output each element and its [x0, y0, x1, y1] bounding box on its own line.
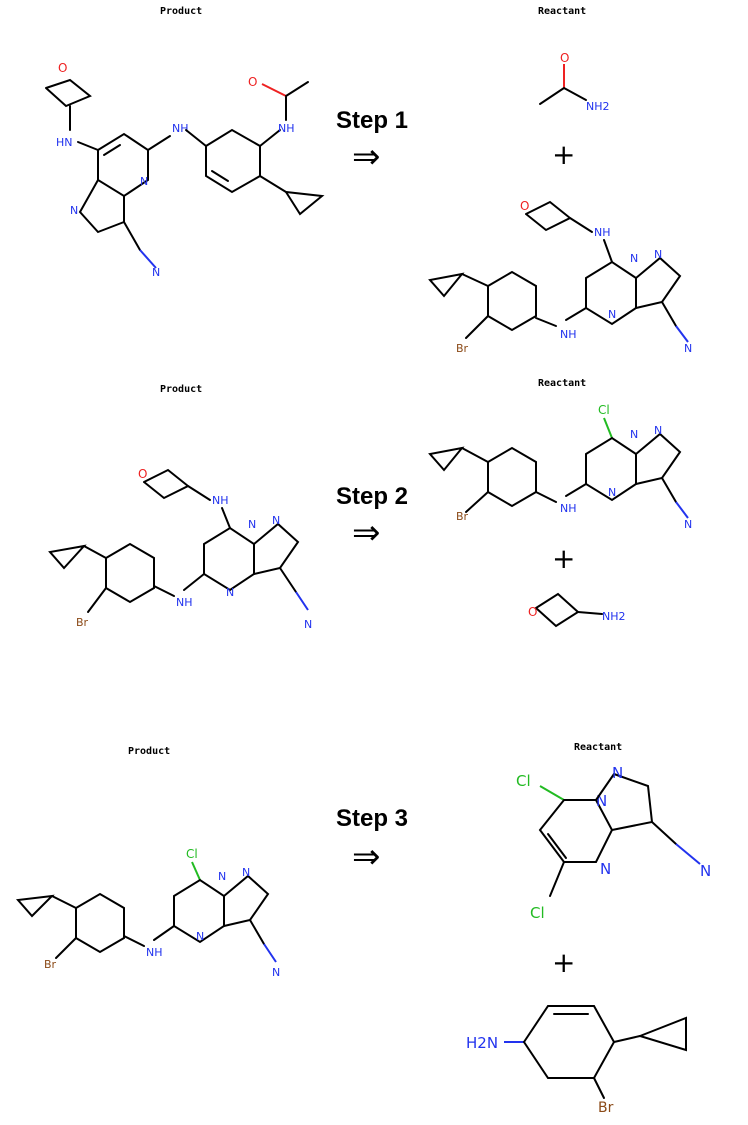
- amine-label: H2N: [466, 1034, 498, 1052]
- nh-label: NH: [212, 494, 229, 507]
- step-3-product-header: Product: [128, 746, 170, 757]
- nh-label: HN: [56, 136, 73, 149]
- step-2-product-molecule: O NH N N N N NH Br: [48, 467, 312, 631]
- nitrile-n: N: [684, 518, 692, 531]
- ring-n: N: [226, 586, 234, 599]
- nitrile-n: N: [684, 342, 692, 355]
- ring-n: N: [596, 792, 607, 810]
- ring-n: N: [612, 764, 623, 782]
- nh-label: NH: [278, 122, 295, 135]
- ring-n: N: [196, 930, 204, 943]
- nh-label: NH: [172, 122, 189, 135]
- bromine-atom: Br: [456, 510, 469, 523]
- nh-label: NH: [176, 596, 193, 609]
- nh-label: NH: [560, 502, 577, 515]
- ring-n: N: [654, 248, 662, 261]
- ring-n: N: [608, 486, 616, 499]
- ring-n: N: [140, 175, 148, 188]
- nitrile-n: N: [272, 966, 280, 979]
- step-1-product-header: Product: [160, 6, 202, 17]
- step-3-reactant-dichloro-core: Cl N N N N Cl: [516, 764, 711, 922]
- step-3-product-molecule: Cl N N N N NH Br: [15, 847, 280, 979]
- step-3-reactant-header: Reactant: [574, 742, 622, 753]
- bromine-atom: Br: [76, 616, 89, 629]
- oxygen-atom: O: [528, 605, 537, 619]
- step-2: Product Reactant Step 2 ⇒ O NH N N N N N…: [48, 378, 692, 631]
- ring-n: N: [70, 204, 78, 217]
- chlorine-atom: Cl: [598, 403, 610, 417]
- oxygen-atom: O: [138, 467, 147, 481]
- ring-n: N: [630, 252, 638, 265]
- ring-n: N: [272, 514, 280, 527]
- step-1-reactant-bromo-intermediate: O NH N N N N NH Br: [428, 199, 692, 355]
- amine-label: NH2: [586, 100, 610, 113]
- chlorine-atom: Cl: [516, 772, 531, 790]
- ring-n: N: [248, 518, 256, 531]
- chlorine-atom: Cl: [530, 904, 545, 922]
- ring-n: N: [654, 424, 662, 437]
- bromine-atom: Br: [456, 342, 469, 355]
- ring-n: N: [218, 870, 226, 883]
- bromine-atom: Br: [598, 1100, 614, 1116]
- step-2-reactant-oxetanamine: O NH2: [528, 592, 626, 628]
- step-1-label: Step 1: [336, 107, 408, 134]
- step-2-arrow: ⇒: [352, 513, 381, 553]
- step-3-arrow: ⇒: [352, 837, 381, 877]
- nh-label: NH: [146, 946, 163, 959]
- chlorine-atom: Cl: [186, 847, 198, 861]
- oxygen-atom: O: [560, 51, 569, 65]
- step-2-label: Step 2: [336, 483, 408, 510]
- ring-n: N: [630, 428, 638, 441]
- step-1-reactant-header: Reactant: [538, 6, 586, 17]
- nh-label: NH: [594, 226, 611, 239]
- nitrile-n: N: [152, 266, 160, 279]
- ring-n: N: [608, 308, 616, 321]
- oxygen-atom: O: [248, 75, 257, 89]
- step-2-reactant-header: Reactant: [538, 378, 586, 389]
- step-2-reactant-chloro-intermediate: Cl N N N N NH Br: [428, 403, 692, 531]
- oxygen-atom: O: [58, 61, 67, 75]
- step-1: Product Reactant Step 1 ⇒ O HN N N N NH: [45, 6, 692, 355]
- oxygen-atom: O: [520, 199, 529, 213]
- step-1-reactant-acetamide: O NH2: [539, 51, 610, 113]
- step-2-plus: +: [552, 542, 575, 575]
- step-1-plus: +: [552, 138, 575, 171]
- step-3-plus: +: [552, 946, 575, 979]
- nh-label: NH: [560, 328, 577, 341]
- step-1-arrow: ⇒: [352, 137, 381, 177]
- step-1-product-molecule: O HN N N N NH NH O: [45, 61, 325, 279]
- amine-label: NH2: [602, 610, 626, 623]
- nitrile-n: N: [304, 618, 312, 631]
- step-2-product-header: Product: [160, 384, 202, 395]
- ring-n: N: [242, 866, 250, 879]
- step-3-label: Step 3: [336, 805, 408, 832]
- bromine-atom: Br: [44, 958, 57, 971]
- step-3-reactant-aniline: H2N Br: [466, 1005, 687, 1116]
- ring-n: N: [600, 860, 611, 878]
- step-3: Product Reactant Step 3 ⇒ Cl N N N N NH …: [15, 742, 711, 1116]
- nitrile-n: N: [700, 862, 711, 880]
